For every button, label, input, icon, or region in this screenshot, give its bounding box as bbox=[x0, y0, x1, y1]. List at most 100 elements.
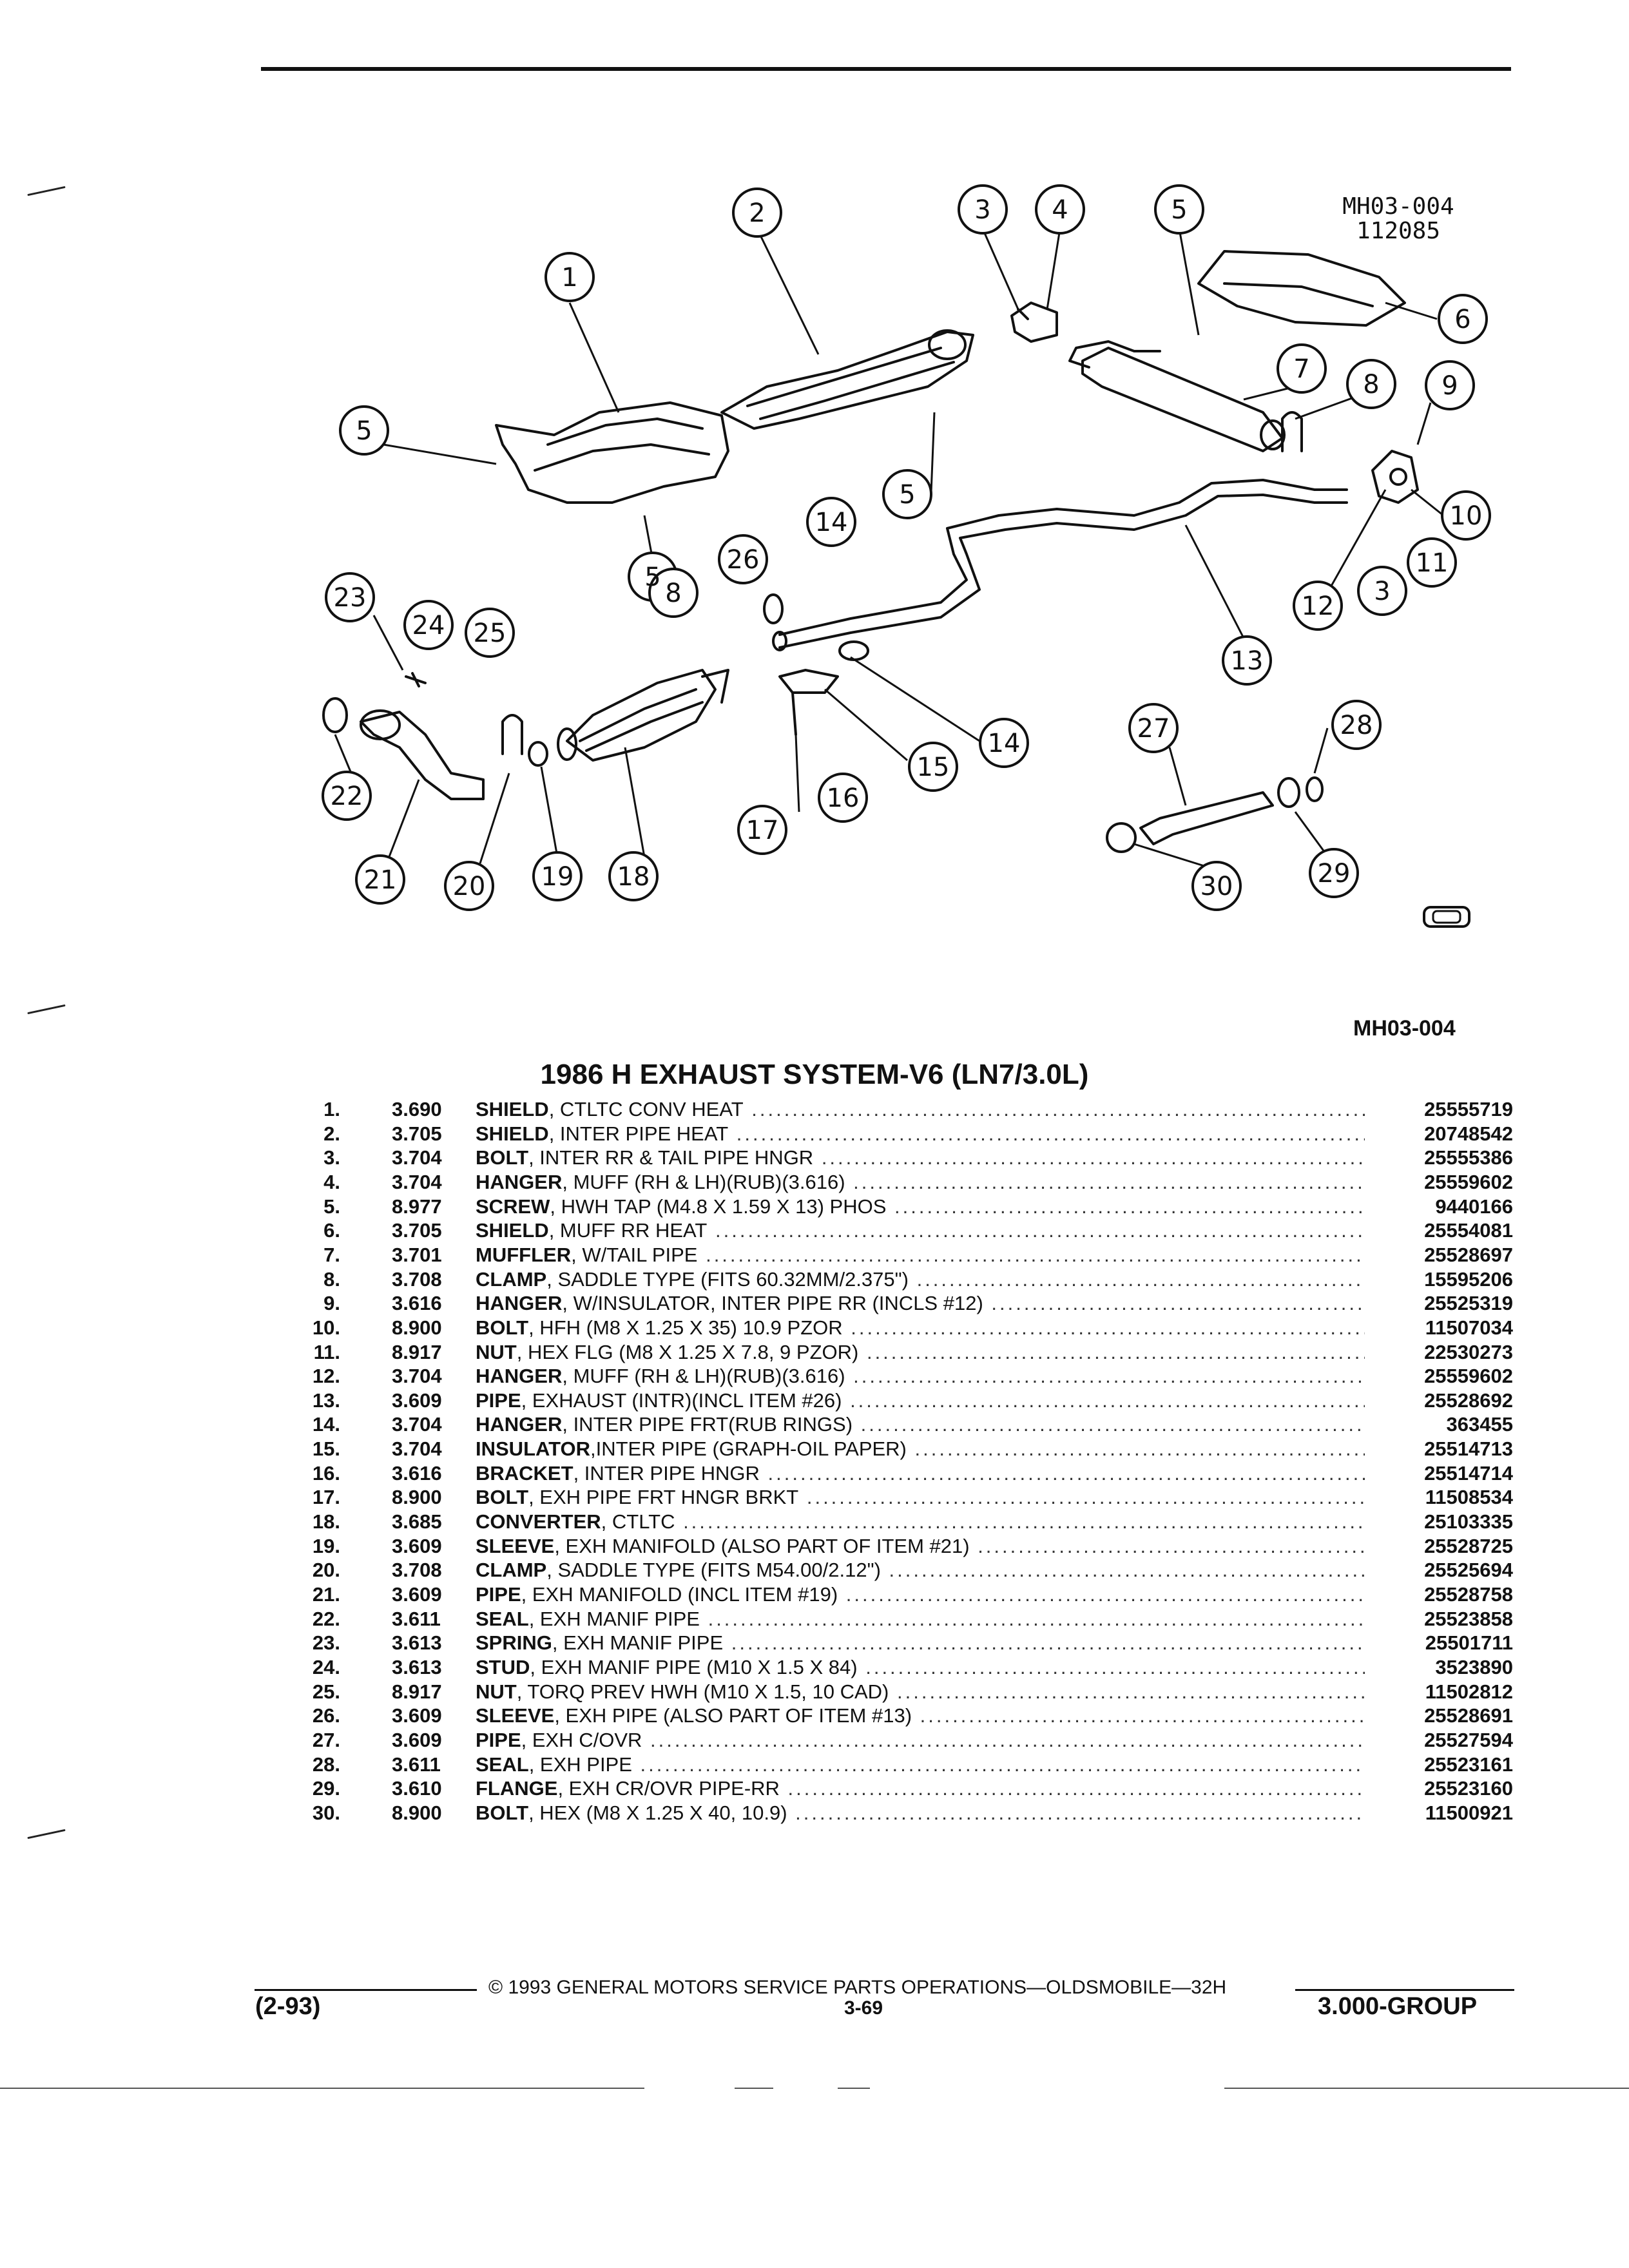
item-number: 13. bbox=[312, 1389, 340, 1412]
group-number: 3.611 bbox=[392, 1607, 441, 1630]
dot-leader: ........................................… bbox=[853, 1170, 1365, 1193]
callout-circle bbox=[1438, 294, 1488, 344]
copyright-line: © 1993 GENERAL MOTORS SERVICE PARTS OPER… bbox=[488, 1977, 1227, 1998]
part-description: HANGER, MUFF (RH & LH)(RUB)(3.616) .....… bbox=[476, 1364, 1365, 1389]
part-description: HANGER, INTER PIPE FRT(RUB RINGS) ......… bbox=[476, 1412, 1365, 1437]
callout-label: 19 bbox=[541, 862, 574, 892]
part-description: BRACKET, INTER PIPE HNGR ...............… bbox=[476, 1461, 1365, 1486]
part-number: 25514714 bbox=[1418, 1461, 1513, 1486]
saddle-clamp-part bbox=[1281, 411, 1303, 452]
callout-circle bbox=[1293, 581, 1343, 631]
callout-circle bbox=[1425, 360, 1475, 410]
muffler-heat-shield-part bbox=[1197, 250, 1406, 327]
part-number: 25528691 bbox=[1418, 1704, 1513, 1729]
dot-leader: ........................................… bbox=[866, 1340, 1365, 1363]
part-number: 25555719 bbox=[1418, 1097, 1513, 1122]
manifold-pipe-part bbox=[322, 697, 485, 800]
dot-leader: ........................................… bbox=[865, 1655, 1365, 1678]
group-number: 8.977 bbox=[392, 1195, 442, 1218]
part-name: HANGER bbox=[476, 1170, 563, 1193]
part-detail: , HFH (M8 X 1.25 X 35) 10.9 PZOR bbox=[528, 1316, 843, 1339]
part-detail: , INTER PIPE HNGR bbox=[573, 1461, 760, 1485]
spring-part bbox=[405, 672, 427, 687]
callout-label: 15 bbox=[917, 753, 950, 782]
part-detail: , EXH MANIFOLD (INCL ITEM #19) bbox=[521, 1583, 838, 1606]
part-detail: , EXHAUST (INTR)(INCL ITEM #26) bbox=[521, 1389, 842, 1412]
part-description: BOLT, EXH PIPE FRT HNGR BRKT ...........… bbox=[476, 1485, 1365, 1510]
callout-label: 26 bbox=[727, 545, 760, 575]
callout-circle bbox=[1128, 703, 1179, 753]
callout-label: 3 bbox=[974, 195, 990, 225]
callout-label: 11 bbox=[1416, 548, 1449, 578]
part-detail: , TORQ PREV HWH (M10 X 1.5, 10 CAD) bbox=[516, 1680, 889, 1703]
margin-mark bbox=[27, 1829, 66, 1840]
callout-circle bbox=[979, 718, 1029, 768]
callout-circle bbox=[958, 184, 1008, 235]
part-name: SCREW bbox=[476, 1195, 550, 1218]
part-description: BOLT, INTER RR & TAIL PIPE HNGR ........… bbox=[476, 1146, 1365, 1170]
part-description: SEAL, EXH PIPE .........................… bbox=[476, 1753, 1365, 1777]
item-number: 7. bbox=[323, 1243, 340, 1266]
part-number: 25554081 bbox=[1418, 1218, 1513, 1244]
part-description: HANGER, MUFF (RH & LH)(RUB)(3.616) .....… bbox=[476, 1170, 1365, 1195]
group-number: 3.704 bbox=[392, 1146, 442, 1169]
item-number: 4. bbox=[323, 1170, 340, 1193]
item-number: 19. bbox=[312, 1534, 340, 1557]
callout-circle bbox=[732, 187, 782, 238]
dot-leader: ........................................… bbox=[897, 1680, 1365, 1703]
dot-leader: ........................................… bbox=[795, 1801, 1365, 1824]
callout-circle bbox=[1441, 490, 1491, 541]
callout-circle bbox=[608, 851, 659, 901]
part-detail: , MUFF (RH & LH)(RUB)(3.616) bbox=[562, 1170, 845, 1193]
dot-leader: ........................................… bbox=[708, 1607, 1365, 1630]
part-name: CLAMP bbox=[476, 1559, 547, 1582]
group-number: 3.704 bbox=[392, 1437, 442, 1461]
part-description: SLEEVE, EXH PIPE (ALSO PART OF ITEM #13)… bbox=[476, 1704, 1365, 1728]
callout-circle bbox=[908, 742, 958, 792]
part-detail: , EXH MANIF PIPE bbox=[528, 1607, 700, 1630]
part-number: 363455 bbox=[1440, 1412, 1513, 1437]
callout-circle bbox=[818, 773, 868, 823]
part-detail: , SADDLE TYPE (FITS 60.32MM/2.375") bbox=[546, 1267, 909, 1291]
bottom-rule bbox=[735, 2088, 773, 2089]
callout-circle bbox=[1154, 184, 1204, 235]
item-number: 27. bbox=[312, 1728, 340, 1751]
item-number: 26. bbox=[312, 1704, 340, 1727]
callout-label: 21 bbox=[364, 865, 397, 895]
callout-label: 16 bbox=[827, 783, 860, 813]
item-number: 1. bbox=[323, 1098, 340, 1120]
callout-label: 20 bbox=[453, 872, 486, 901]
part-detail: , MUFF RR HEAT bbox=[548, 1219, 708, 1242]
callout-label: 10 bbox=[1450, 501, 1483, 531]
part-description: SEAL, EXH MANIF PIPE ...................… bbox=[476, 1607, 1365, 1631]
part-description: HANGER, W/INSULATOR, INTER PIPE RR (INCL… bbox=[476, 1291, 1365, 1316]
group-number: 3.704 bbox=[392, 1365, 442, 1388]
dot-leader: ........................................… bbox=[850, 1389, 1365, 1412]
part-number: 11502812 bbox=[1418, 1679, 1513, 1704]
group-number: 3.704 bbox=[392, 1170, 442, 1193]
callout-circle bbox=[648, 568, 699, 618]
callout-label: 27 bbox=[1137, 714, 1170, 744]
callout-label: 14 bbox=[988, 729, 1021, 758]
callout-label: 9 bbox=[1441, 371, 1458, 401]
group-number: 3.609 bbox=[392, 1704, 442, 1727]
dot-leader: ........................................… bbox=[787, 1777, 1365, 1800]
parts-row: 26. 3.609 SLEEVE, EXH PIPE (ALSO PART OF I… bbox=[0, 1704, 1629, 1729]
part-description: CLAMP, SADDLE TYPE (FITS 60.32MM/2.375")… bbox=[476, 1267, 1365, 1292]
part-name: SHIELD bbox=[476, 1219, 549, 1242]
part-name: SPRING bbox=[476, 1631, 552, 1655]
dot-leader: ........................................… bbox=[978, 1534, 1365, 1557]
callout-label: 22 bbox=[331, 782, 363, 811]
intermediate-pipe-part bbox=[772, 479, 1348, 651]
